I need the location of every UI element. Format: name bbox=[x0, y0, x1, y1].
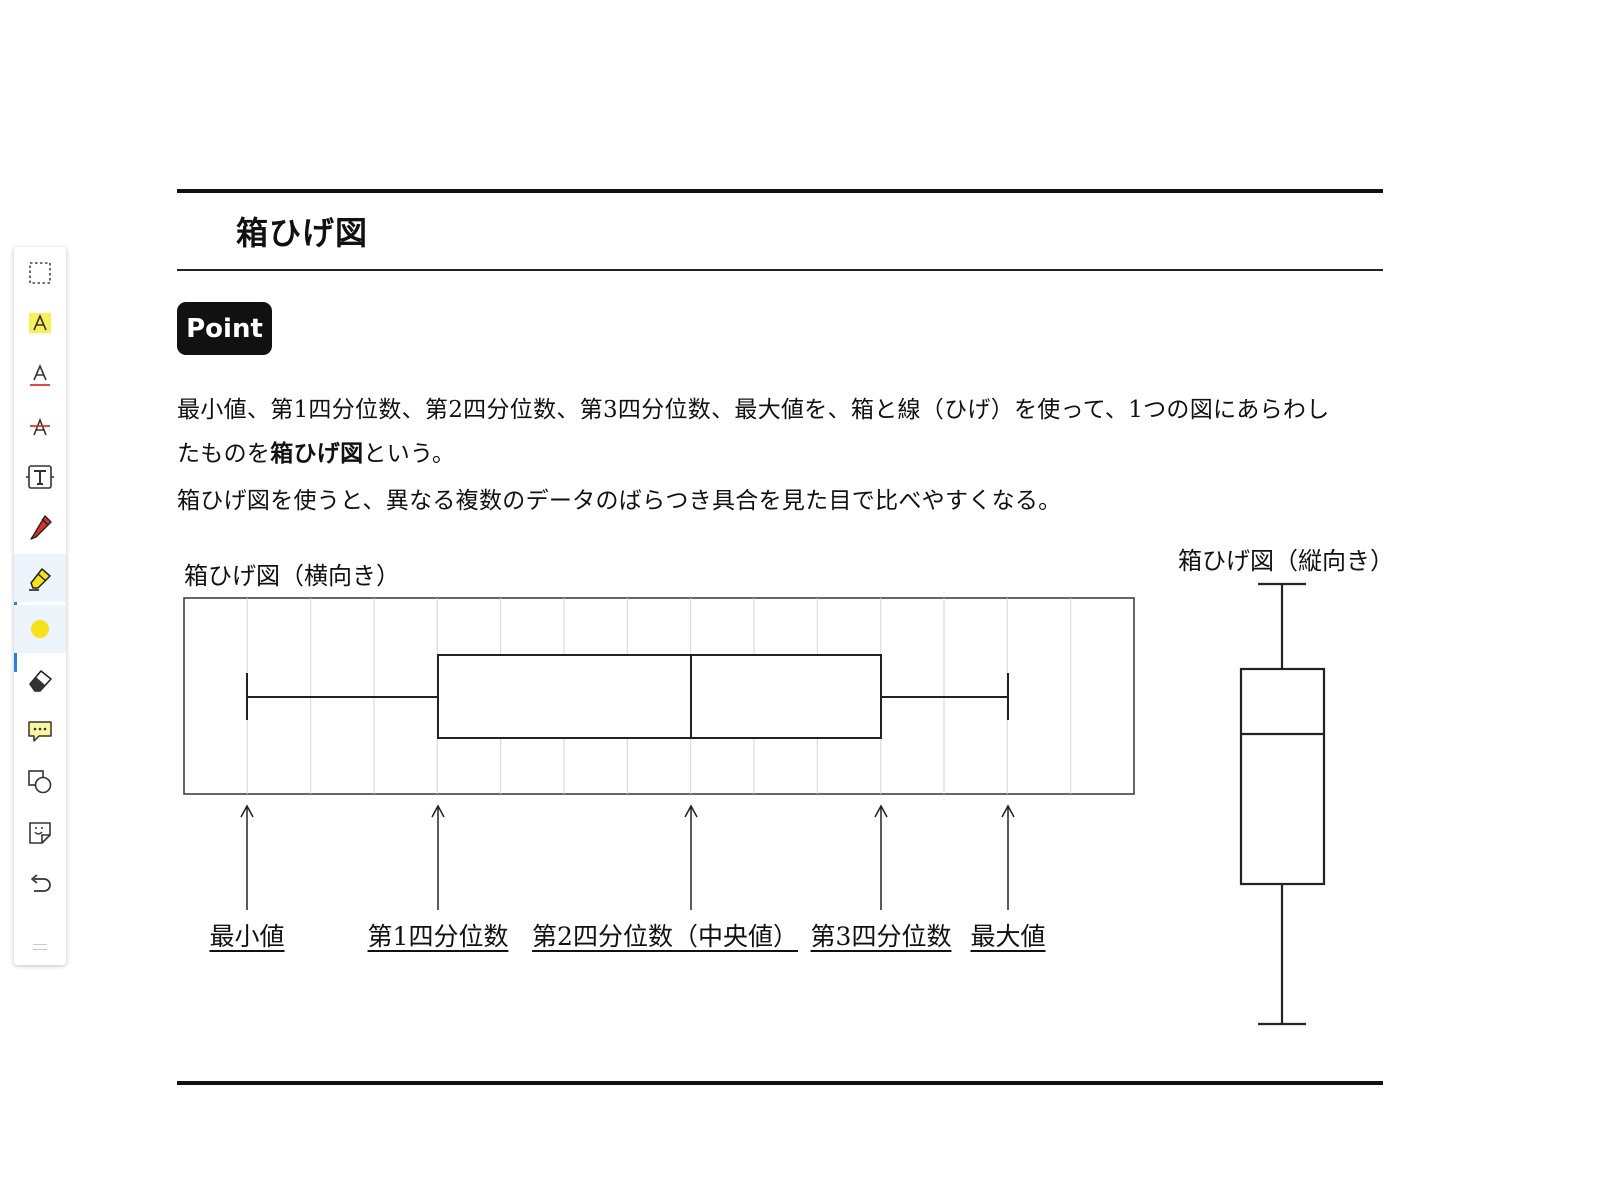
label-q2: 第2四分位数（中央値） bbox=[532, 922, 798, 951]
key-term: 箱ひげ図 bbox=[270, 441, 364, 467]
paragraph-line-2: たものを箱ひげ図という。 bbox=[177, 434, 455, 468]
title-rule bbox=[177, 269, 1383, 271]
arrow-q2 bbox=[684, 804, 698, 910]
dashed-rectangle-icon bbox=[29, 262, 51, 284]
text-box-icon bbox=[26, 465, 54, 489]
strikethrough-tool[interactable] bbox=[14, 402, 66, 450]
vertical-box-plot bbox=[1239, 582, 1326, 1026]
shapes-icon bbox=[28, 770, 52, 794]
label-q1: 第1四分位数 bbox=[367, 922, 509, 951]
box bbox=[437, 654, 882, 739]
pen-tool[interactable] bbox=[14, 503, 66, 551]
top-rule bbox=[177, 189, 1383, 193]
horizontal-caption: 箱ひげ図（横向き） bbox=[184, 562, 400, 590]
paragraph-line-2-end: という。 bbox=[363, 441, 456, 467]
pointer-arrows bbox=[240, 804, 1015, 910]
vertical-box bbox=[1239, 667, 1326, 886]
sticker-tool[interactable] bbox=[14, 809, 66, 857]
label-max: 最大値 bbox=[970, 922, 1046, 951]
eraser-tool[interactable] bbox=[14, 656, 66, 704]
undo-icon bbox=[31, 874, 51, 892]
undo-button[interactable] bbox=[14, 860, 66, 908]
vertical-caption: 箱ひげ図（縦向き） bbox=[1178, 547, 1394, 575]
bottom-rule bbox=[177, 1081, 1383, 1085]
arrow-min bbox=[240, 804, 254, 910]
arrow-q3 bbox=[874, 804, 888, 910]
pen-icon bbox=[30, 515, 52, 540]
eraser-icon bbox=[29, 670, 52, 692]
arrow-max bbox=[1001, 804, 1015, 910]
comment-tool[interactable] bbox=[14, 707, 66, 755]
highlighted-a-icon bbox=[29, 313, 51, 333]
annotation-toolbar bbox=[14, 247, 66, 965]
arrow-q1 bbox=[431, 804, 445, 910]
text-box-tool[interactable] bbox=[14, 453, 66, 501]
label-min: 最小値 bbox=[209, 922, 285, 951]
shape-tool[interactable] bbox=[14, 758, 66, 806]
toolbar-drag-handle[interactable] bbox=[33, 944, 47, 950]
highlight-text-tool[interactable] bbox=[14, 299, 66, 347]
paragraph-line-2-start: たものを bbox=[177, 441, 271, 467]
comment-icon bbox=[28, 721, 52, 742]
strikethrough-a-icon bbox=[30, 417, 50, 436]
highlighter-tool[interactable] bbox=[14, 554, 66, 602]
label-q3: 第3四分位数 bbox=[810, 922, 952, 951]
page-title: 箱ひげ図 bbox=[236, 214, 369, 252]
sticker-icon bbox=[29, 822, 51, 844]
underline-a-icon bbox=[30, 363, 50, 386]
color-picker[interactable] bbox=[14, 605, 66, 653]
horizontal-box-plot bbox=[246, 654, 1009, 739]
select-tool[interactable] bbox=[14, 249, 66, 297]
yellow-dot-icon bbox=[31, 620, 49, 638]
point-badge: Point bbox=[177, 302, 272, 355]
paragraph-line-1: 最小値、第1四分位数、第2四分位数、第3四分位数、最大値を、箱と線（ひげ）を使っ… bbox=[177, 397, 1330, 423]
underline-tool[interactable] bbox=[14, 351, 66, 399]
paragraph-line-3: 箱ひげ図を使うと、異なる複数のデータのばらつき具合を見た目で比べやすくなる。 bbox=[177, 488, 1062, 514]
highlighter-icon bbox=[29, 568, 51, 591]
